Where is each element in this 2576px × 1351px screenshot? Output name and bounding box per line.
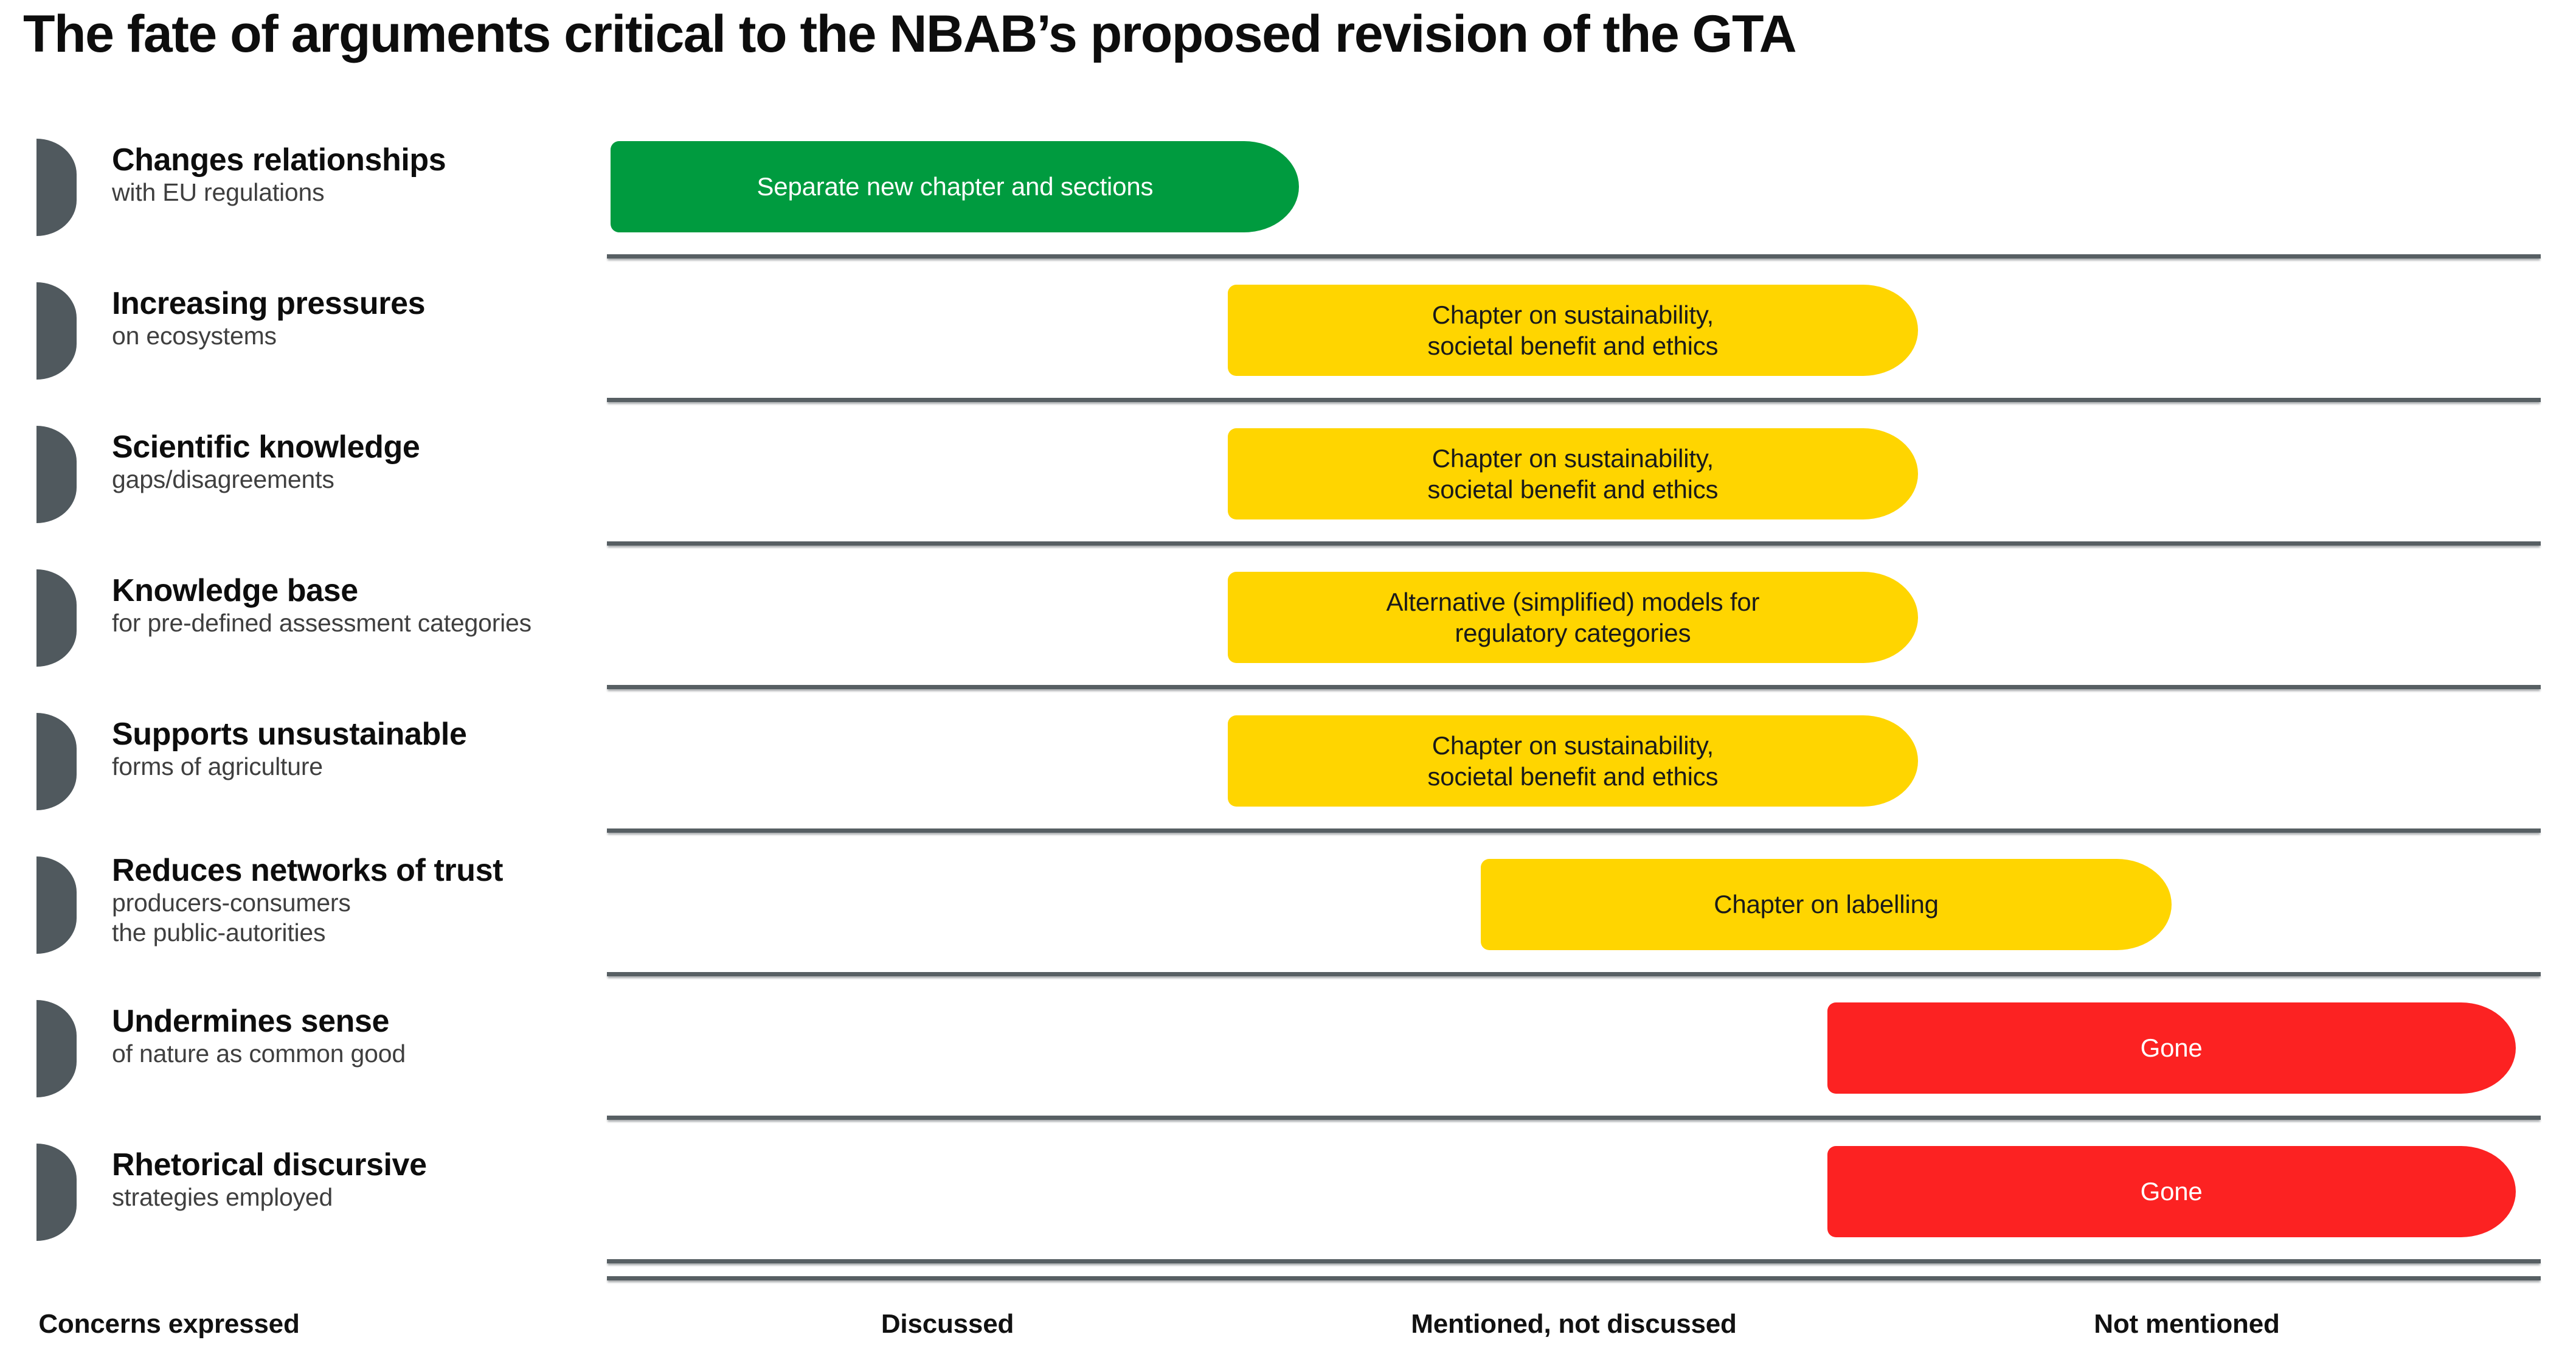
- row-separator: [607, 541, 2541, 546]
- status-bar-yellow[interactable]: Alternative (simplified) models for regul…: [1227, 572, 1919, 663]
- status-bar-label-line: societal benefit and ethics: [1427, 762, 1719, 791]
- row-label-main: Changes relationships: [112, 142, 446, 178]
- status-bar-label: Gone: [2141, 1032, 2203, 1063]
- row-label-main: Rhetorical discursive: [112, 1147, 427, 1183]
- row-label-sub: for pre-defined assessment categories: [112, 609, 531, 637]
- axis-tick-not-mentioned: Not mentioned: [2094, 1309, 2280, 1339]
- row-label-sub: strategies employed: [112, 1183, 333, 1212]
- status-bar-label-line: Gone: [2140, 1177, 2203, 1206]
- status-bar-label: Chapter on labelling: [1714, 889, 1939, 920]
- row-label-main: Knowledge base: [112, 573, 358, 608]
- row-label-main: Reduces networks of trust: [112, 853, 504, 888]
- row-bullet-icon: [36, 426, 77, 523]
- row-separator: [607, 254, 2541, 259]
- row-separator: [607, 828, 2541, 833]
- status-bar-label: Gone: [2141, 1176, 2203, 1207]
- status-bar-red[interactable]: Gone: [1827, 1146, 2516, 1237]
- status-bar-label: Alternative (simplified) models for regul…: [1386, 586, 1759, 648]
- axis-tick-discussed: Discussed: [881, 1309, 1014, 1339]
- status-bar-label-line: Chapter on sustainability,: [1432, 300, 1714, 329]
- row-separator: [607, 972, 2541, 976]
- row-separator: [607, 1259, 2541, 1263]
- row-bullet-icon: [36, 1144, 77, 1241]
- row-label-sub: with EU regulations: [112, 178, 325, 207]
- axis-rule: [607, 1276, 2541, 1280]
- status-bar-label-line: Chapter on labelling: [1714, 890, 1939, 919]
- status-bar-label-line: Gone: [2140, 1033, 2203, 1063]
- row-label-main: Undermines sense: [112, 1004, 390, 1039]
- axis-tick-mentioned-not-discussed: Mentioned, not discussed: [1411, 1309, 1737, 1339]
- row-label-sub: on ecosystems: [112, 322, 277, 350]
- row-separator: [607, 685, 2541, 689]
- status-bar-yellow[interactable]: Chapter on sustainability,societal benef…: [1227, 428, 1919, 519]
- page-title: The fate of arguments critical to the NB…: [23, 5, 1797, 63]
- row-label-sub: producers-consumers: [112, 889, 351, 917]
- row-bullet-icon: [36, 282, 77, 380]
- status-bar-label: Chapter on sustainability,societal benef…: [1427, 443, 1718, 505]
- row-separator: [607, 1116, 2541, 1120]
- status-bar-label-line: Separate new chapter and sections: [757, 172, 1154, 201]
- status-bar-label-line: Chapter on sustainability,: [1432, 731, 1714, 760]
- status-bar-label-line: regulatory categories: [1455, 619, 1691, 647]
- row-label-sub: gaps/disagreements: [112, 465, 334, 494]
- row-bullet-icon: [36, 856, 77, 954]
- status-bar-label-line: Chapter on sustainability,: [1432, 443, 1714, 473]
- status-bar-green[interactable]: Separate new chapter and sections: [611, 141, 1300, 232]
- axis-label-concerns-expressed: Concerns expressed: [38, 1309, 300, 1339]
- chart-axis: Concerns expressed Discussed Mentioned, …: [0, 1276, 2576, 1351]
- status-bar-label: Chapter on sustainability,societal benef…: [1427, 730, 1718, 792]
- row-bullet-icon: [36, 1000, 77, 1097]
- status-bar-label: Chapter on sustainability, societal benef…: [1427, 299, 1718, 361]
- row-label-sub: of nature as common good: [112, 1040, 406, 1068]
- row-label-sub: forms of agriculture: [112, 752, 323, 781]
- status-bar-yellow[interactable]: Chapter on sustainability, societal benef…: [1227, 285, 1919, 376]
- status-bar-label-line: societal benefit and ethics: [1427, 332, 1719, 360]
- row-bullet-icon: [36, 713, 77, 810]
- status-bar-yellow[interactable]: Chapter on sustainability,societal benef…: [1227, 715, 1919, 807]
- status-bar-label-line: Alternative (simplified) models for: [1386, 587, 1760, 616]
- row-label-main: Increasing pressures: [112, 286, 426, 321]
- status-bar-label-line: societal benefit and ethics: [1427, 475, 1719, 504]
- row-label-main: Scientific knowledge: [112, 429, 420, 465]
- row-label-sub: the public-autorities: [112, 918, 326, 946]
- row-bullet-icon: [36, 569, 77, 667]
- status-bar-label: Separate new chapter and sections: [757, 171, 1153, 202]
- status-bar-red[interactable]: Gone: [1827, 1002, 2516, 1094]
- status-bar-yellow[interactable]: Chapter on labelling: [1481, 859, 2172, 950]
- row-bullet-icon: [36, 139, 77, 236]
- row-label-main: Supports unsustainable: [112, 717, 467, 752]
- row-separator: [607, 398, 2541, 402]
